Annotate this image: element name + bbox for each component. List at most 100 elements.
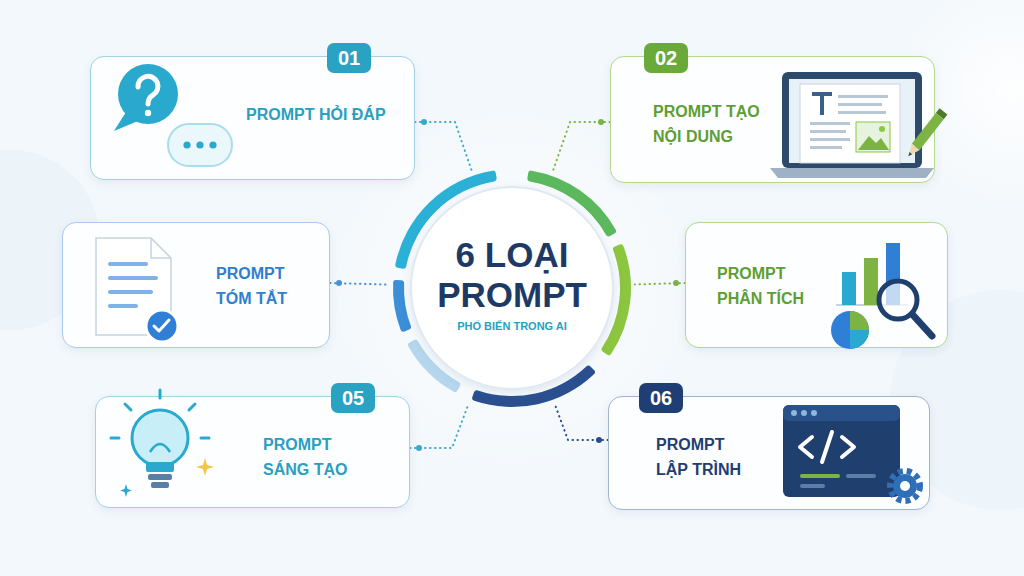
- speech-bubble-icon: [114, 64, 232, 166]
- laptop-icon-part: [810, 146, 842, 149]
- dotted-connector: [415, 122, 472, 172]
- chart-icon-part: [836, 304, 908, 306]
- laptop-icon-part: [810, 138, 850, 141]
- lightbulb-icon-part: [120, 484, 132, 497]
- document-icon-part: [151, 238, 171, 258]
- laptop-icon-part-part: [936, 108, 948, 119]
- connector-dot: [598, 119, 604, 125]
- code-window-icon-part: [811, 410, 817, 416]
- laptop-icon-part: [782, 72, 922, 168]
- lightbulb-icon-part: [150, 444, 170, 452]
- callout-number: 01: [327, 43, 371, 73]
- laptop-icon-part: [904, 108, 947, 159]
- center-circle: 6 LOẠI PROMPTPHỔ BIẾN TRONG AI: [392, 168, 632, 408]
- code-window-icon: [783, 405, 920, 501]
- speech-bubble-icon-part: [209, 141, 216, 148]
- code-window-icon-part: [890, 471, 920, 501]
- code-window-icon-part-part: [800, 437, 812, 457]
- code-window-icon-part: [783, 405, 900, 421]
- document-icon-part: [146, 310, 178, 342]
- center-title: 6 LOẠI PROMPT: [427, 235, 597, 315]
- laptop-icon: [770, 72, 947, 178]
- laptop-icon-part: [838, 95, 888, 98]
- speech-bubble-icon-part: [183, 141, 190, 148]
- document-icon-part: [154, 320, 169, 331]
- laptop-icon-part: [810, 122, 850, 125]
- prompt-box: 01PROMPT HỎI ĐÁP: [90, 56, 415, 180]
- lightbulb-icon-part: [151, 482, 169, 488]
- speech-bubble-icon-part: [168, 124, 232, 166]
- laptop-icon-part: [838, 111, 886, 114]
- lightbulb-icon-part-part: [201, 437, 209, 440]
- inner-disk: [411, 187, 613, 389]
- prompt-label: PROMPT TÓM TẮT: [216, 261, 298, 311]
- laptop-icon-part-part: [912, 113, 944, 150]
- code-window-icon-part: [800, 432, 854, 462]
- callout-number: 06: [639, 383, 683, 413]
- document-icon-part: [108, 276, 158, 280]
- prompt-label: PROMPT PHÂN TÍCH: [717, 261, 812, 311]
- chart-icon: [831, 243, 932, 349]
- laptop-icon-part: [838, 103, 882, 106]
- lightbulb-icon-part: [148, 474, 172, 480]
- document-icon-part: [96, 238, 171, 335]
- lightbulb-icon-part: [111, 390, 209, 438]
- lightbulb-icon-part: [132, 410, 188, 466]
- laptop-icon-part: [856, 122, 890, 152]
- laptop-icon-part-part: [907, 152, 912, 157]
- code-window-icon-part: [801, 410, 807, 416]
- laptop-icon-part: [812, 92, 832, 115]
- code-window-icon-part: [800, 474, 840, 478]
- code-window-icon-part-part: [842, 437, 854, 457]
- lightbulb-icon-part-part: [125, 404, 131, 410]
- laptop-icon-part: [770, 168, 934, 178]
- ring-group: [393, 171, 631, 407]
- ring-segment: [393, 280, 411, 332]
- prompt-box: PROMPT TÓM TẮT: [62, 222, 330, 348]
- code-window-icon-part: [800, 484, 825, 488]
- code-window-icon-part: [846, 474, 876, 478]
- chart-icon-part: [864, 258, 878, 305]
- document-icon-part: [108, 262, 148, 266]
- lightbulb-icon-part-part: [111, 437, 119, 440]
- callout-number: 05: [331, 383, 375, 413]
- prompt-box: 02PROMPT TẠO NỘI DUNG: [610, 56, 935, 183]
- laptop-icon-part: [800, 84, 900, 163]
- chart-icon-part: [879, 281, 917, 319]
- connector-dot: [336, 280, 342, 286]
- dotted-connector: [553, 122, 610, 172]
- laptop-icon-part: [858, 136, 889, 150]
- prompt-box: PROMPT PHÂN TÍCH: [685, 222, 948, 348]
- document-icon-part: [108, 304, 138, 308]
- connector-dot: [673, 280, 679, 286]
- lightbulb-icon-part-part: [159, 390, 162, 398]
- lightbulb-icon-part: [146, 462, 174, 472]
- code-window-icon-part: [783, 405, 900, 497]
- lightbulb-icon: [111, 390, 214, 497]
- lightbulb-icon-part-part: [189, 404, 195, 410]
- connector-dot: [421, 119, 427, 125]
- laptop-icon-part: [879, 126, 885, 132]
- laptop-icon-part: [789, 79, 915, 163]
- speech-bubble-icon-part: [114, 112, 138, 131]
- speech-bubble-icon-part: [118, 64, 178, 124]
- connector-dot: [596, 437, 602, 443]
- dotted-connector: [555, 403, 608, 440]
- chart-icon-part: [886, 243, 900, 305]
- code-window-icon-part: [791, 410, 797, 416]
- prompt-box: 05PROMPT SÁNG TẠO: [95, 396, 410, 508]
- laptop-icon-part: [810, 130, 846, 133]
- chart-icon-part: [850, 311, 869, 330]
- speech-bubble-icon-part: [138, 76, 158, 104]
- connector-dot: [416, 445, 422, 451]
- laptop-icon-part-part: [904, 144, 919, 160]
- chart-icon-part: [850, 330, 869, 349]
- lightbulb-icon-part: [196, 458, 214, 476]
- speech-bubble-icon-part: [196, 141, 203, 148]
- code-window-icon-part: [893, 474, 917, 498]
- code-window-icon-part: [900, 481, 910, 491]
- document-icon-part: [108, 290, 153, 294]
